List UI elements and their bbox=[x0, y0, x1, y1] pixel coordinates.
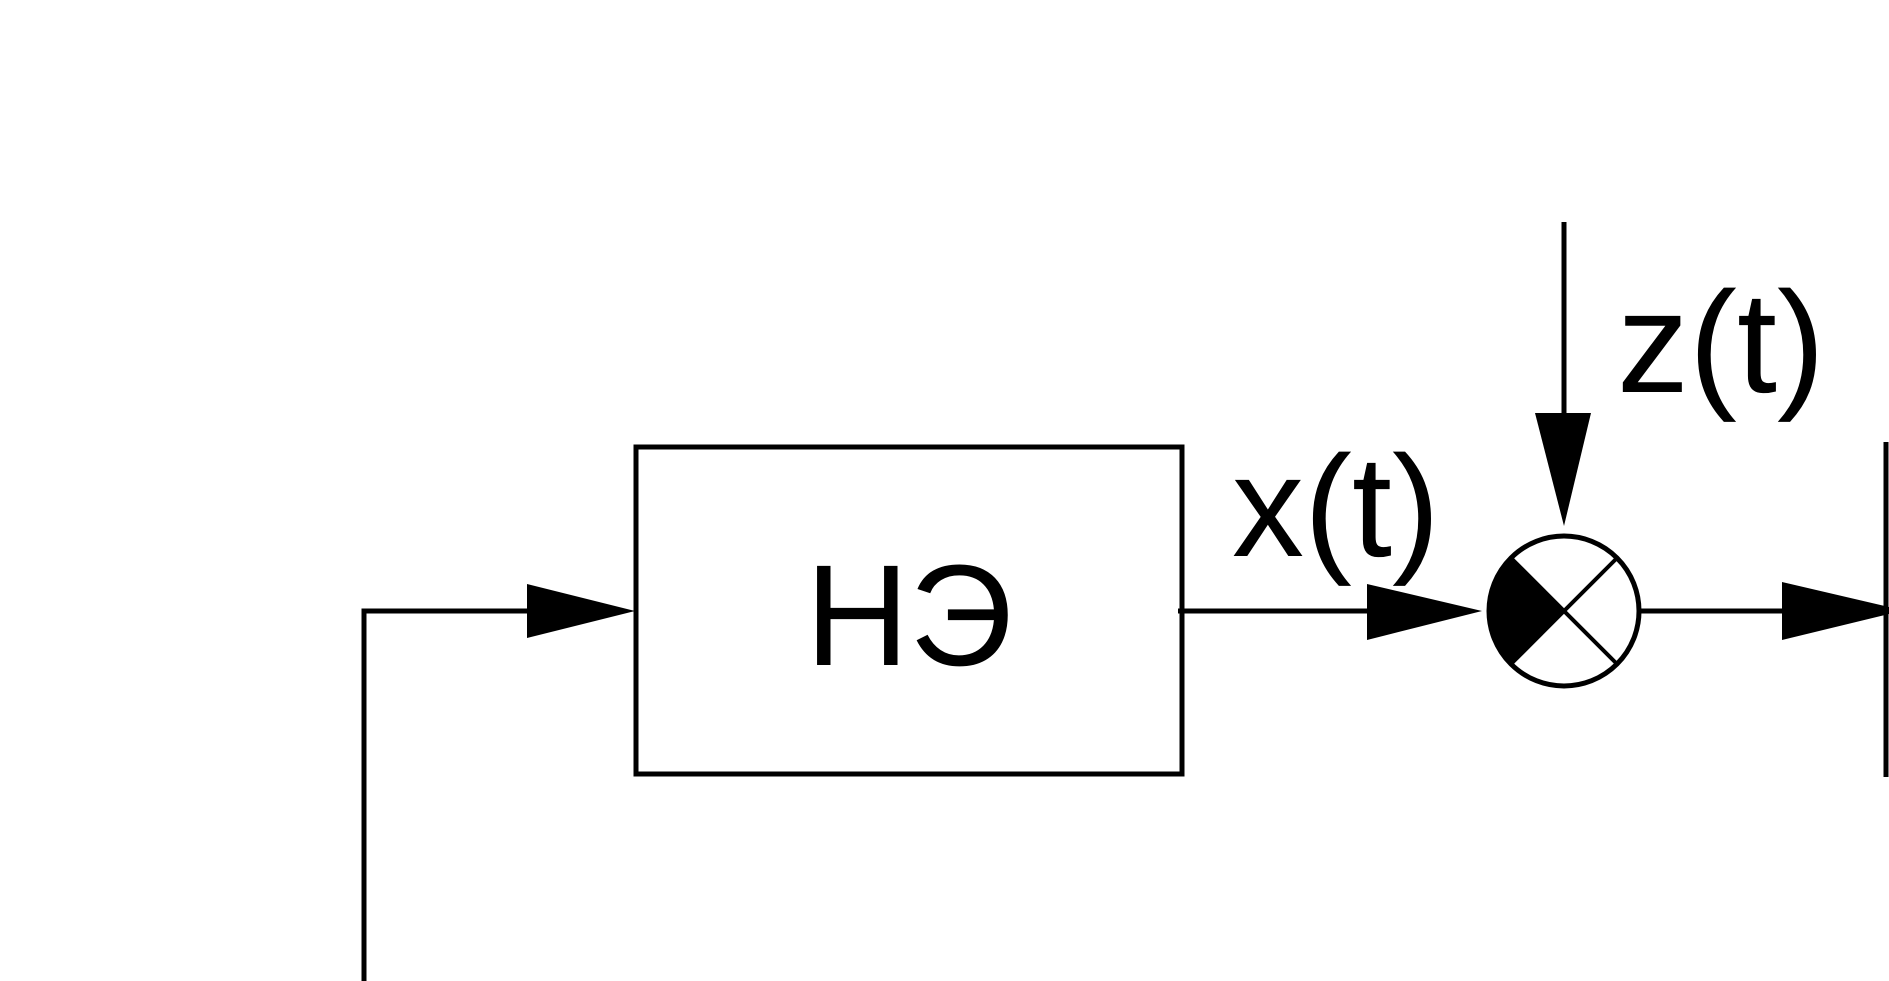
block-label: НЭ bbox=[805, 535, 1013, 696]
x-signal-arrowhead bbox=[1367, 584, 1482, 640]
z-signal-arrowhead bbox=[1535, 413, 1591, 526]
input-arrowhead bbox=[527, 584, 635, 638]
z-signal-label: z(t) bbox=[1617, 262, 1825, 423]
multiplier-filled-sector bbox=[1489, 558, 1564, 664]
output-arrowhead bbox=[1782, 582, 1889, 640]
input-signal-line bbox=[361, 608, 530, 981]
x-signal-label: x(t) bbox=[1232, 426, 1440, 587]
multiplier-node bbox=[1486, 533, 1642, 689]
